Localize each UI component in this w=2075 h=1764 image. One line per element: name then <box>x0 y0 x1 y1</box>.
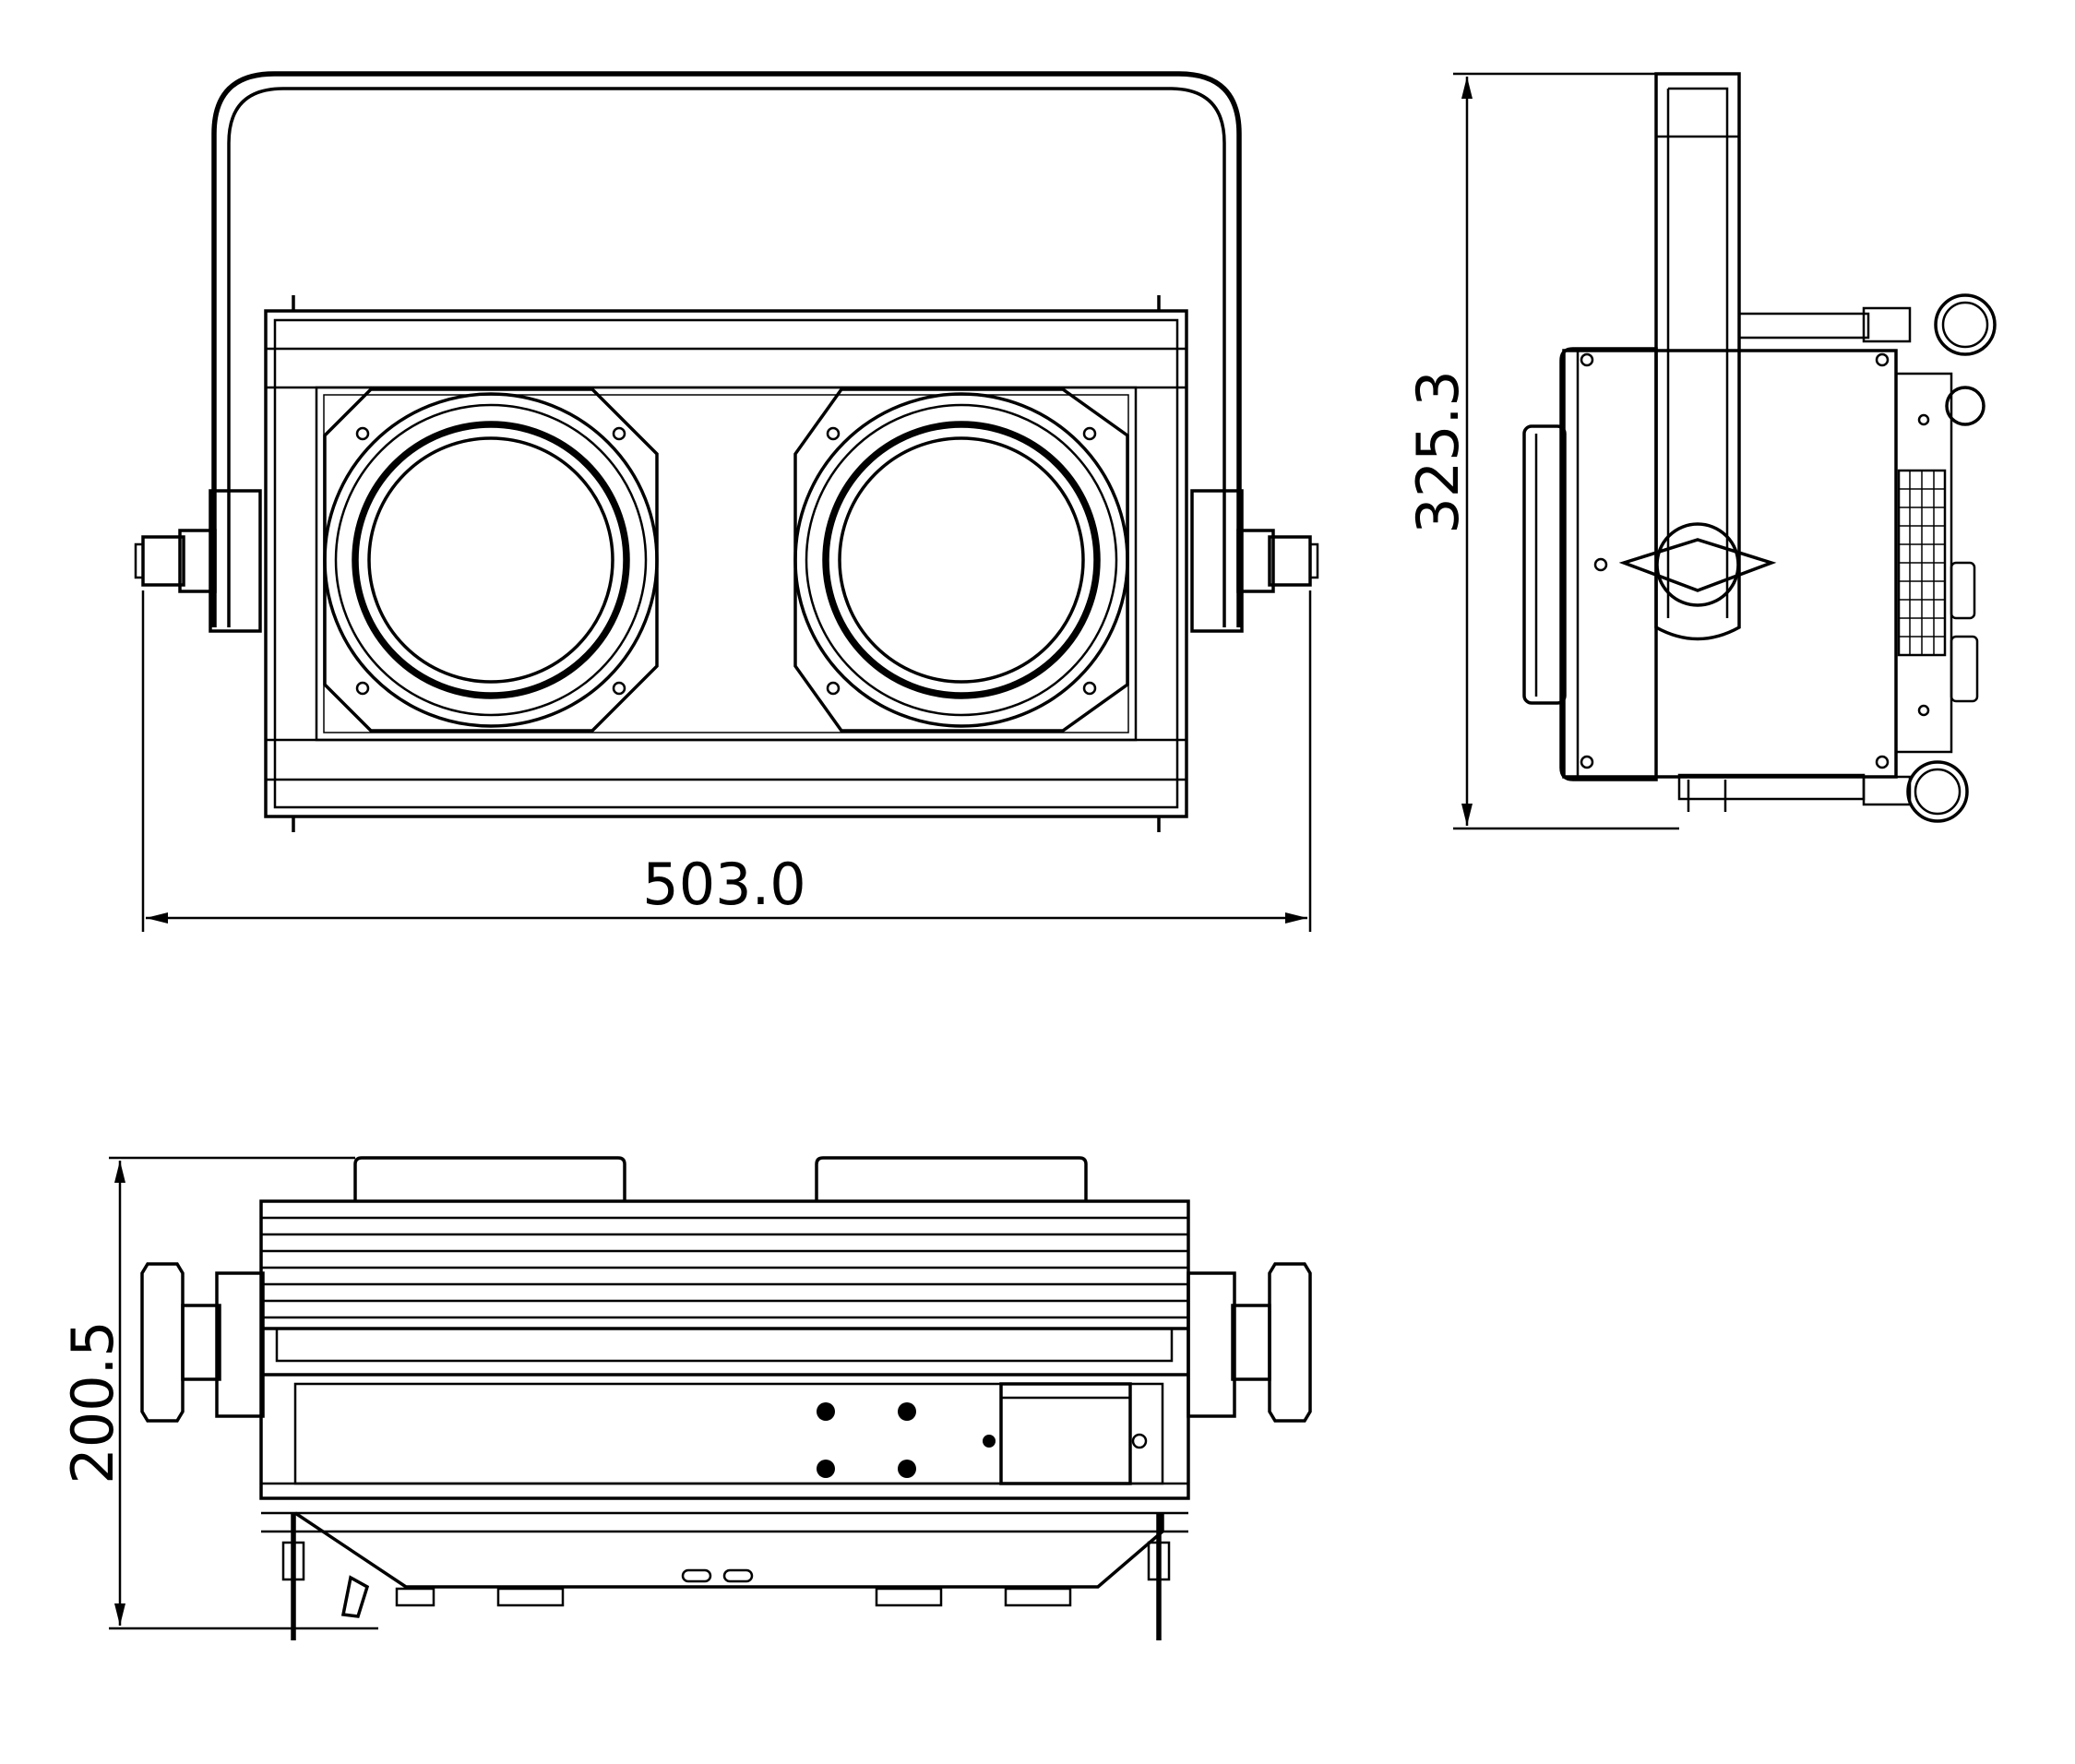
front-yoke <box>211 71 1242 627</box>
height-dimension-label: 325.3 <box>1404 370 1472 534</box>
width-dimension-label: 503.0 <box>642 851 806 918</box>
top-lower-tray <box>294 1511 1164 1589</box>
side-vent-grille <box>1897 469 1947 657</box>
front-panel <box>315 386 1138 742</box>
top-knob-right <box>1268 1262 1312 1423</box>
side-ring-top <box>1934 293 1997 356</box>
depth-dimension-label: 200.5 <box>59 1320 126 1484</box>
top-view: 200.5 <box>59 1156 1312 1640</box>
side-yoke-arm <box>1654 72 1741 641</box>
front-yoke-inner <box>227 87 1226 627</box>
front-lens-left <box>323 387 659 733</box>
side-tilt-knob <box>1618 538 1777 592</box>
side-body <box>1559 347 1658 781</box>
top-ribbing <box>261 1216 1188 1330</box>
top-housing <box>259 1199 1190 1500</box>
side-view: 325.3 <box>1404 72 1997 830</box>
front-lens-right <box>793 387 1129 733</box>
top-lens-cap-right <box>815 1156 1088 1201</box>
front-housing-inner <box>273 318 1179 809</box>
top-control-panel <box>999 1382 1132 1485</box>
front-housing-outer <box>264 309 1188 818</box>
top-lens-cap-left <box>353 1156 626 1201</box>
front-view: 503.0 <box>134 71 1319 932</box>
side-ring-bottom <box>1906 760 1969 823</box>
top-knob-left <box>140 1262 185 1423</box>
